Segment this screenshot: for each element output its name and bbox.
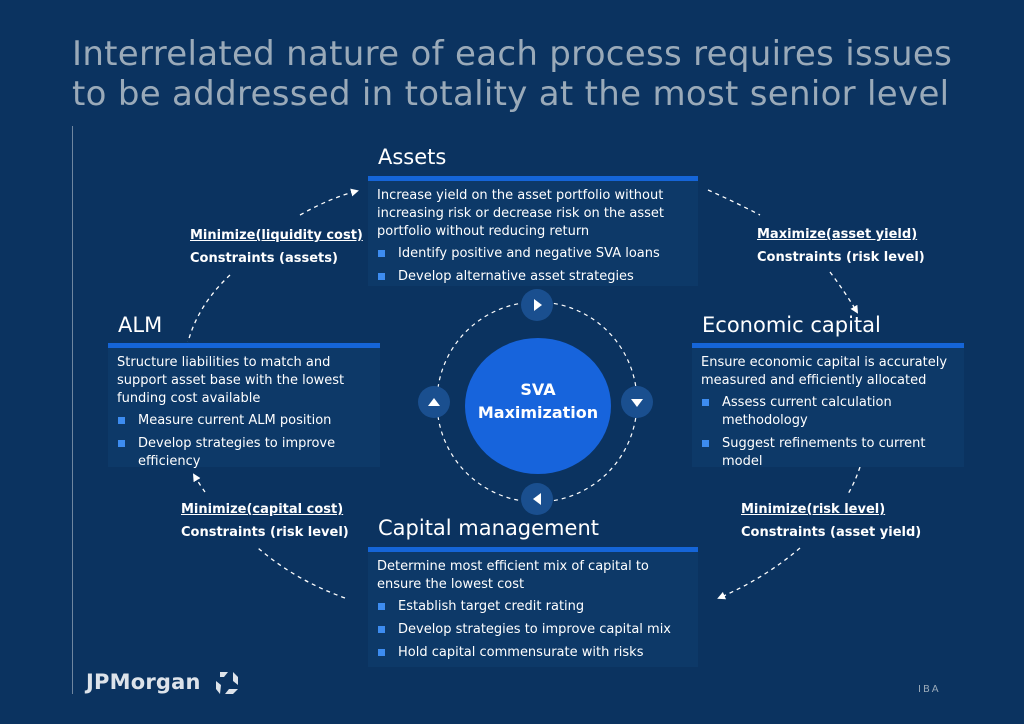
alm-box: Structure liabilities to match and suppo… xyxy=(108,343,380,469)
label-top-right-objective: Maximize(asset yield) xyxy=(757,227,918,242)
capital-management-body: Determine most efficient mix of capital … xyxy=(377,558,690,667)
label-top-right-constraint: Constraints (risk level) xyxy=(757,250,925,265)
sva-circle xyxy=(465,338,611,474)
economic-capital-bullet: Suggest refinements to current model xyxy=(701,435,956,471)
alm-body: Structure liabilities to match and suppo… xyxy=(117,354,372,476)
capital-management-bar xyxy=(368,547,698,552)
assets-bullets: Identify positive and negative SVA loans… xyxy=(377,245,690,286)
jpmorgan-logo-text: JPMorgan xyxy=(86,670,201,694)
economic-capital-bullets: Assess current calculation methodology S… xyxy=(701,394,956,471)
capital-management-bullet: Hold capital commensurate with risks xyxy=(377,644,690,662)
sva-label: SVA Maximization xyxy=(465,378,611,424)
arrow-assets-to-economic-lower xyxy=(829,271,859,314)
capital-management-bullet: Establish target credit rating xyxy=(377,598,690,616)
label-bottom-right-objective: Minimize(risk level) xyxy=(741,502,886,517)
ring-node-left-arrow xyxy=(428,398,440,406)
economic-capital-lead: Ensure economic capital is accurately me… xyxy=(701,355,948,388)
capital-management-bullet: Develop strategies to improve capital mi… xyxy=(377,621,690,639)
capital-management-lead: Determine most efficient mix of capital … xyxy=(377,559,649,592)
label-bottom-left: Minimize(capital cost) Constraints (risk… xyxy=(181,498,349,544)
alm-bullet: Measure current ALM position xyxy=(117,412,372,430)
assets-heading: Assets xyxy=(378,145,447,169)
economic-capital-bar xyxy=(692,343,964,348)
arrow-economic-to-capital-lower xyxy=(717,547,801,600)
label-top-right: Maximize(asset yield) Constraints (risk … xyxy=(757,223,925,269)
alm-bullets: Measure current ALM position Develop str… xyxy=(117,412,372,471)
label-bottom-right-constraint: Constraints (asset yield) xyxy=(741,525,922,540)
label-bottom-right: Minimize(risk level) Constraints (asset … xyxy=(741,498,921,544)
assets-body: Increase yield on the asset portfolio wi… xyxy=(377,187,690,291)
ring-node-top-arrow xyxy=(534,299,542,311)
arrow-capital-to-alm-upper xyxy=(192,473,206,493)
arrow-capital-to-alm xyxy=(257,547,346,599)
assets-bullet: Identify positive and negative SVA loans xyxy=(377,245,690,263)
capital-management-heading: Capital management xyxy=(378,516,599,540)
arrow-economic-to-capital xyxy=(847,466,861,495)
arrow-assets-to-economic xyxy=(707,189,761,216)
alm-heading: ALM xyxy=(118,313,163,337)
sva-line2: Maximization xyxy=(477,403,599,422)
divider-line xyxy=(72,126,73,694)
capital-management-box: Determine most efficient mix of capital … xyxy=(368,547,698,667)
capital-management-bullets: Establish target credit rating Develop s… xyxy=(377,598,690,662)
slide-title: Interrelated nature of each process requ… xyxy=(72,34,953,114)
assets-box: Increase yield on the asset portfolio wi… xyxy=(368,176,698,286)
label-top-left: Minimize(liquidity cost) Constraints (as… xyxy=(190,224,363,270)
assets-bullet: Develop alternative asset strategies xyxy=(377,268,690,286)
label-top-left-constraint: Constraints (assets) xyxy=(190,251,338,266)
label-top-left-objective: Minimize(liquidity cost) xyxy=(190,228,363,243)
label-bottom-left-constraint: Constraints (risk level) xyxy=(181,525,349,540)
economic-capital-body: Ensure economic capital is accurately me… xyxy=(701,354,956,476)
arrow-alm-to-assets-lower xyxy=(187,274,231,343)
economic-capital-heading: Economic capital xyxy=(702,313,881,337)
assets-bar xyxy=(368,176,698,181)
alm-lead: Structure liabilities to match and suppo… xyxy=(117,355,345,406)
arrow-alm-to-assets xyxy=(299,188,359,216)
sva-line1: SVA xyxy=(520,380,556,399)
jpmorgan-octagon-icon xyxy=(216,672,238,694)
alm-bar xyxy=(108,343,380,348)
economic-capital-box: Ensure economic capital is accurately me… xyxy=(692,343,964,469)
ring-node-bottom-arrow xyxy=(533,493,541,505)
label-bottom-left-objective: Minimize(capital cost) xyxy=(181,502,344,517)
economic-capital-bullet: Assess current calculation methodology xyxy=(701,394,956,430)
alm-bullet: Develop strategies to improve efficiency xyxy=(117,435,372,471)
ring-node-right-arrow xyxy=(631,399,643,407)
assets-lead: Increase yield on the asset portfolio wi… xyxy=(377,188,664,239)
footer-code: IBA xyxy=(918,684,941,695)
